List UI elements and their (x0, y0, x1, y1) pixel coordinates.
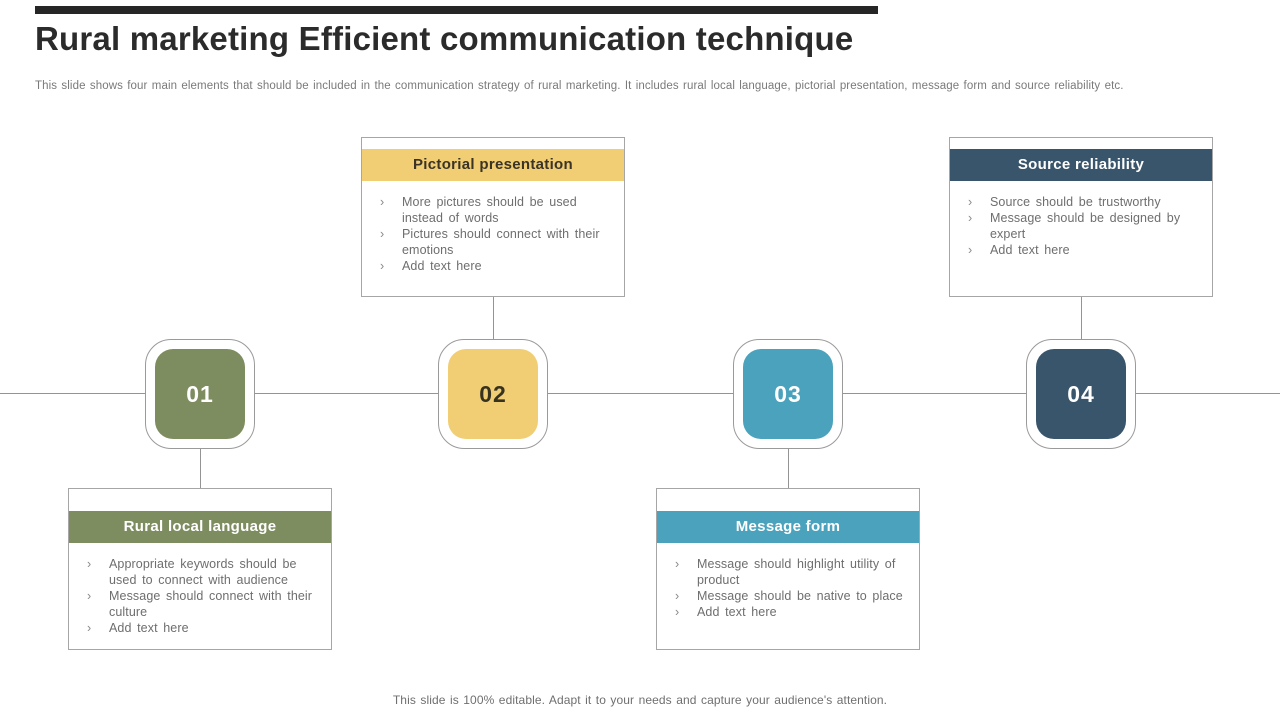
card-header-rural-local-language: Rural local language (69, 511, 331, 543)
bullet-list-pictorial-presentation: › More pictures should be used instead o… (362, 194, 624, 274)
bullet-text: Add text here (402, 259, 482, 273)
chevron-bullet-icon: › (968, 243, 973, 257)
connector-step-04 (1081, 297, 1082, 339)
connector-step-02 (493, 297, 494, 339)
chevron-bullet-icon: › (380, 227, 385, 241)
step-tile-01: 01 (155, 349, 245, 439)
card-rural-local-language: Rural local language › Appropriate keywo… (68, 488, 332, 650)
connector-step-01 (200, 448, 201, 488)
timeline-line (0, 393, 1280, 394)
bullet-text: Add text here (697, 605, 777, 619)
card-header-pictorial-presentation: Pictorial presentation (362, 149, 624, 181)
bullet-text: Message should be native to place (697, 589, 903, 603)
chevron-bullet-icon: › (87, 621, 92, 635)
card-header-source-reliability: Source reliability (950, 149, 1212, 181)
step-number-02: 02 (479, 380, 507, 407)
chevron-bullet-icon: › (87, 589, 92, 603)
bullet-text: Appropriate keywords should be used to c… (109, 557, 297, 587)
bullet-text: Message should connect with their cultur… (109, 589, 313, 619)
chevron-bullet-icon: › (675, 605, 680, 619)
step-card-03: 03 (733, 339, 843, 449)
step-number-03: 03 (774, 380, 802, 407)
step-tile-02: 02 (448, 349, 538, 439)
chevron-bullet-icon: › (675, 589, 680, 603)
step-tile-04: 04 (1036, 349, 1126, 439)
bullet-item: › Message should be designed by expert (968, 210, 1200, 242)
bullet-text: Add text here (990, 243, 1070, 257)
chevron-bullet-icon: › (968, 195, 973, 209)
bullet-text: Add text here (109, 621, 189, 635)
bullet-text: Message should be designed by expert (990, 211, 1181, 241)
bullet-item: › Message should connect with their cult… (87, 588, 319, 620)
bullet-item: › Message should be native to place (675, 588, 907, 604)
chevron-bullet-icon: › (87, 557, 92, 571)
bullet-item: › Add text here (675, 604, 907, 620)
bullet-list-message-form: › Message should highlight utility of pr… (657, 556, 919, 620)
card-header-message-form: Message form (657, 511, 919, 543)
chevron-bullet-icon: › (380, 259, 385, 273)
connector-step-03 (788, 448, 789, 488)
bullet-item: › Add text here (87, 620, 319, 636)
card-source-reliability: Source reliability › Source should be tr… (949, 137, 1213, 297)
step-card-04: 04 (1026, 339, 1136, 449)
footer-note: This slide is 100% editable. Adapt it to… (392, 693, 888, 707)
page-subtitle: This slide shows four main elements that… (35, 80, 1124, 92)
step-card-02: 02 (438, 339, 548, 449)
step-tile-03: 03 (743, 349, 833, 439)
chevron-bullet-icon: › (380, 195, 385, 209)
bullet-item: › Source should be trustworthy (968, 194, 1200, 210)
step-number-01: 01 (186, 380, 214, 407)
bullet-item: › Appropriate keywords should be used to… (87, 556, 319, 588)
bullet-item: › Message should highlight utility of pr… (675, 556, 907, 588)
bullet-item: › Add text here (380, 258, 612, 274)
bullet-item: › Add text here (968, 242, 1200, 258)
chevron-bullet-icon: › (968, 211, 973, 225)
bullet-text: Source should be trustworthy (990, 195, 1161, 209)
top-accent-bar (35, 6, 878, 14)
card-pictorial-presentation: Pictorial presentation › More pictures s… (361, 137, 625, 297)
page-title: Rural marketing Efficient communication … (35, 20, 854, 57)
bullet-text: Message should highlight utility of prod… (697, 557, 896, 587)
bullet-item: › Pictures should connect with their emo… (380, 226, 612, 258)
bullet-text: Pictures should connect with their emoti… (402, 227, 600, 257)
bullet-item: › More pictures should be used instead o… (380, 194, 612, 226)
chevron-bullet-icon: › (675, 557, 680, 571)
step-card-01: 01 (145, 339, 255, 449)
card-message-form: Message form › Message should highlight … (656, 488, 920, 650)
step-number-04: 04 (1067, 380, 1095, 407)
bullet-text: More pictures should be used instead of … (402, 195, 577, 225)
bullet-list-rural-local-language: › Appropriate keywords should be used to… (69, 556, 331, 636)
bullet-list-source-reliability: › Source should be trustworthy › Message… (950, 194, 1212, 258)
